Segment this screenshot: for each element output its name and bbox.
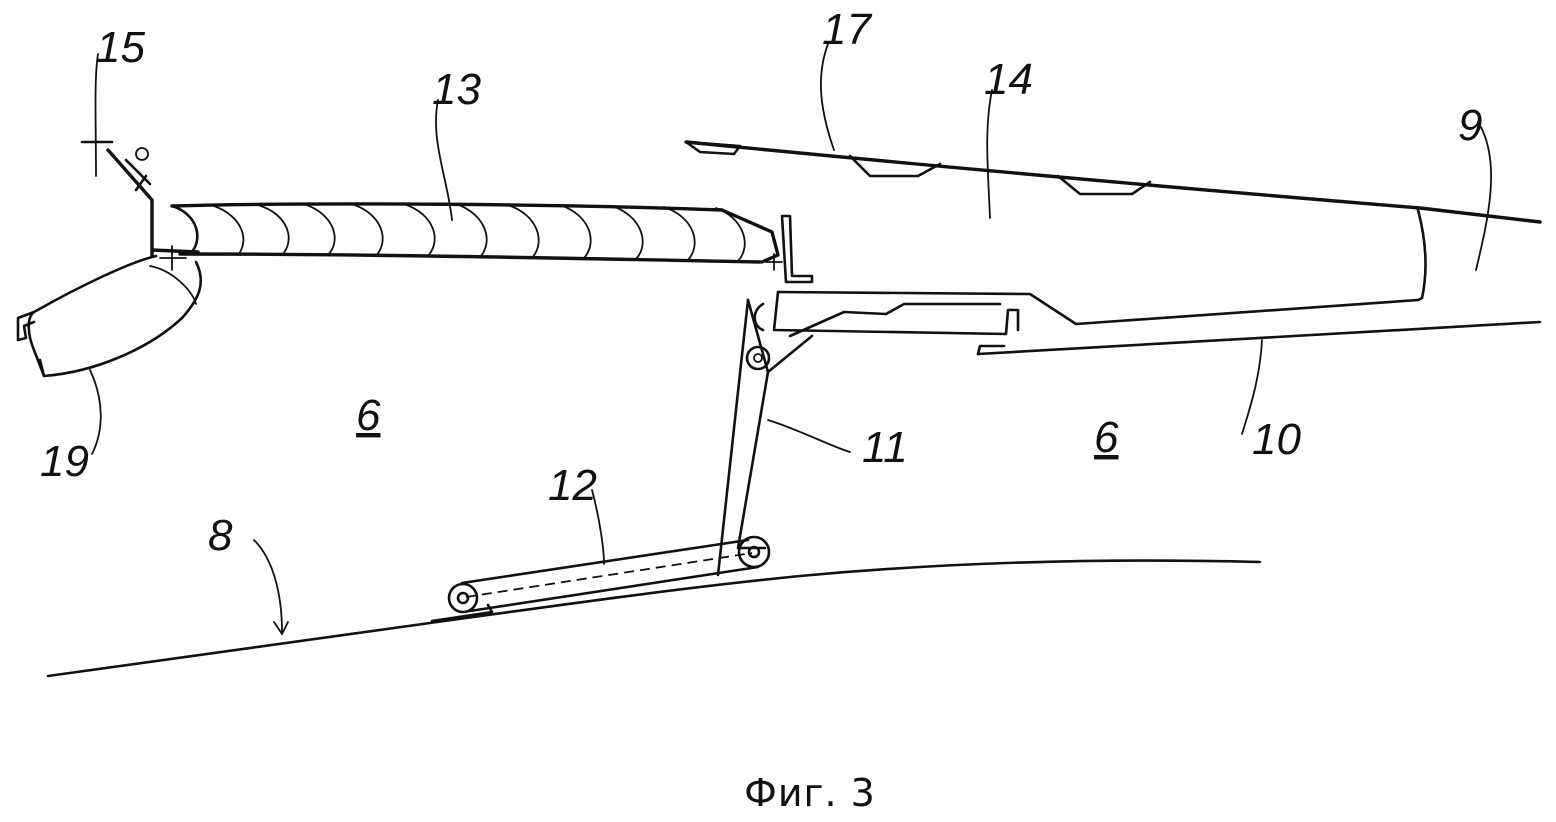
label-15: 15 [96,23,145,72]
lower-link-12 [430,535,771,623]
lower-panel-10 [976,320,1542,356]
label-19: 19 [40,437,89,486]
bottom-surface-line [46,559,1262,678]
label-6-right: 6 [1094,413,1119,462]
label-6-left: 6 [356,391,381,440]
strut-11 [716,298,814,577]
label-8: 8 [208,511,233,560]
roller-13 [170,202,780,264]
figure-caption: Фиг. 3 [744,771,876,815]
label-10: 10 [1252,415,1301,464]
left-fitting-15 [80,140,200,271]
label-11: 11 [862,423,908,472]
leader-lines [89,43,1493,635]
nose-fairing-19 [16,254,203,378]
label-17: 17 [822,5,872,54]
label-9: 9 [1458,101,1482,150]
label-12: 12 [548,461,597,510]
upper-panel-14 [684,140,1542,338]
label-14: 14 [984,55,1033,104]
right-bracket [765,214,814,284]
label-13: 13 [432,65,481,114]
